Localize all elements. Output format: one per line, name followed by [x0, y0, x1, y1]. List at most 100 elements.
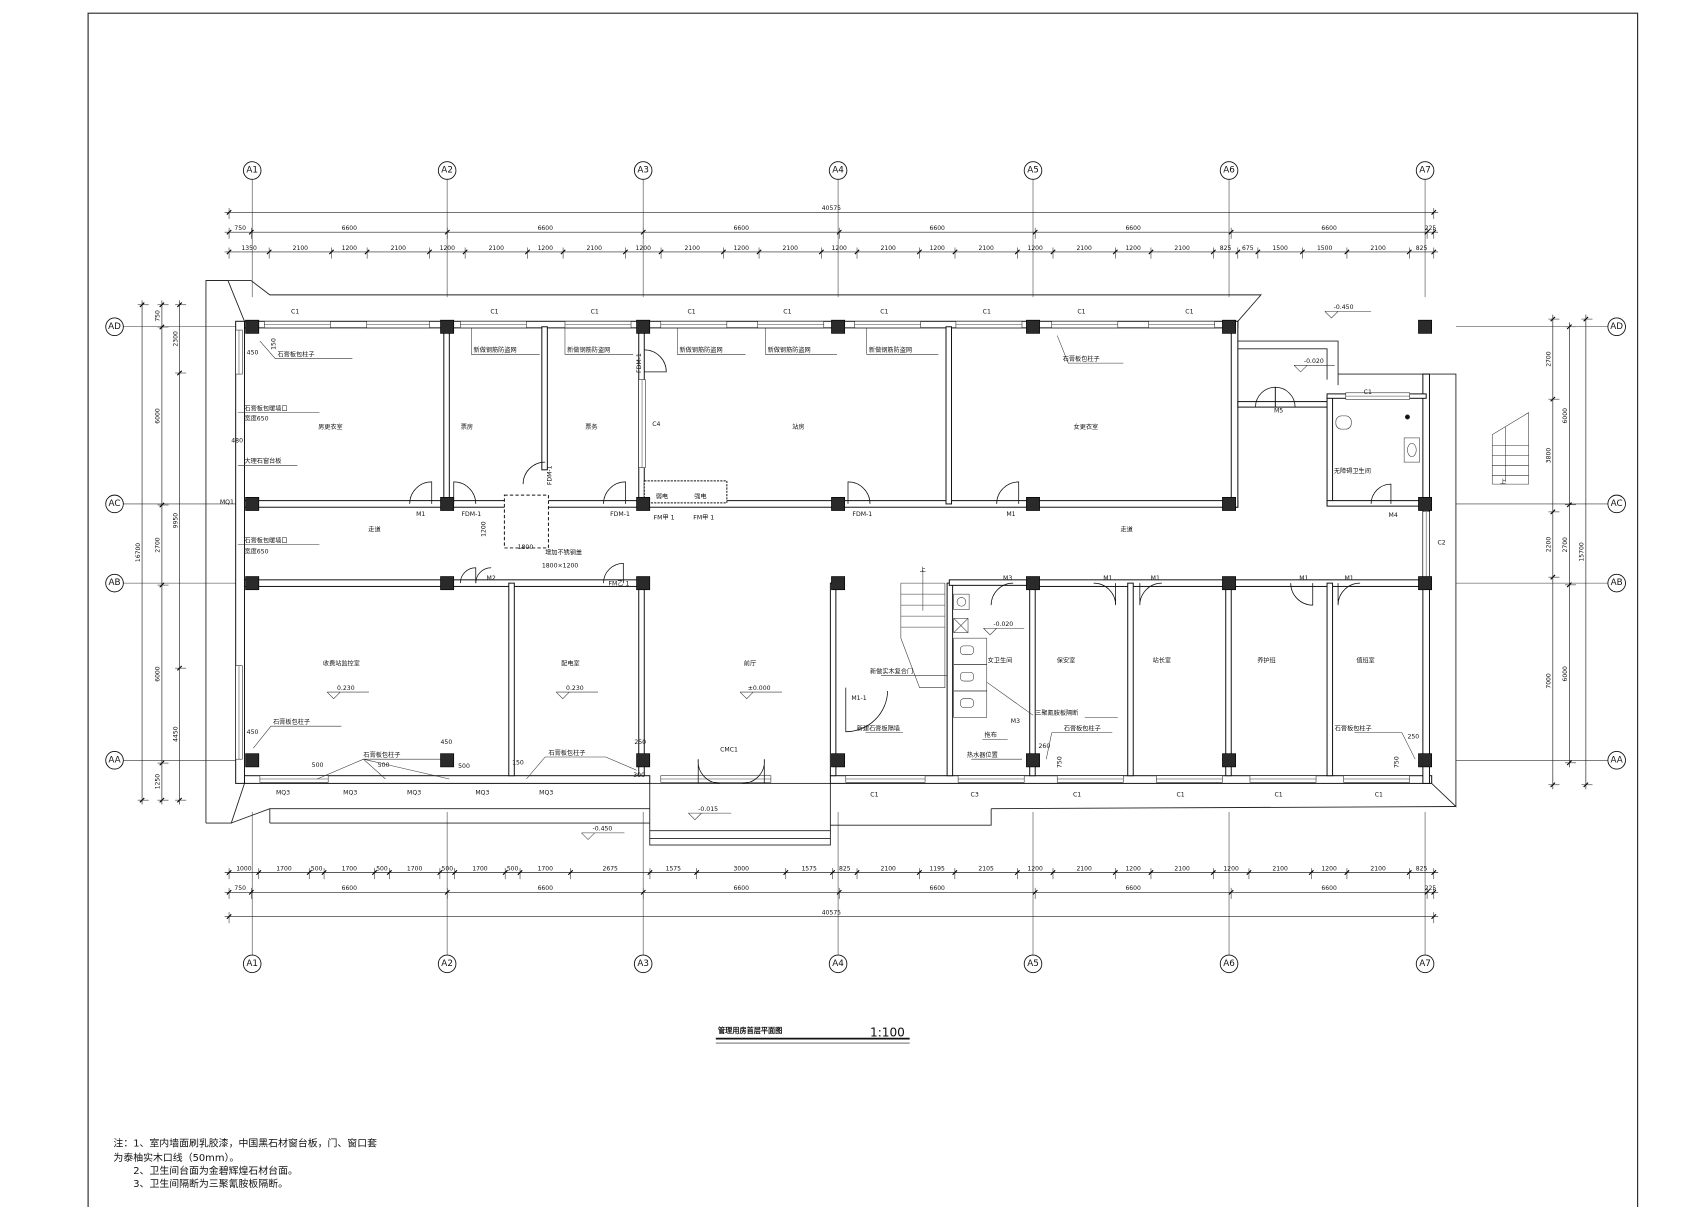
axis-bubble [242, 954, 262, 974]
room-women-locker: 女更衣室 [1074, 423, 1099, 431]
axis-label: AD [1610, 322, 1623, 332]
axis-bubble [437, 161, 457, 180]
dimension-label: 1200 [734, 245, 750, 252]
anti-theft-net-label: 新做钢筋防盗网 [679, 346, 722, 354]
dimension-label: 6600 [342, 225, 358, 232]
axis-bubble [1219, 161, 1239, 180]
heater-position-label: 热水器位置 [967, 751, 998, 759]
note-line: 注：1、室内墙面刷乳胶漆，中国黑石材窗台板，门、窗口套 [113, 1136, 377, 1149]
axis-bubble [1607, 317, 1626, 337]
local-dim: 750 [1057, 756, 1064, 768]
dimension-label: 825 [1220, 245, 1232, 252]
dimension-label: 1575 [666, 865, 682, 872]
dimension-label: 1500 [1317, 245, 1333, 252]
window-tag: C1 [1364, 389, 1372, 396]
width-650-label: 宽度650 [244, 414, 268, 422]
anti-theft-net-label: 新做钢筋防盗网 [768, 346, 811, 354]
axis-label: AC [1611, 499, 1623, 509]
dimension-label: 1350 [241, 245, 257, 252]
room-strong-power: 强电 [694, 492, 706, 500]
local-dim: 1800 [518, 544, 534, 551]
local-dim: 450 [247, 729, 259, 736]
dimension-label: 2105 [978, 865, 994, 872]
dimension-label: 6600 [929, 225, 945, 232]
dimension-label: 3000 [734, 865, 750, 872]
door-tag: M3 [1003, 575, 1012, 582]
axis-bubble [105, 494, 124, 514]
dimension-label: 1250 [155, 774, 162, 790]
dimension-label: 2100 [1370, 865, 1386, 872]
window-tag: C1 [1077, 309, 1085, 316]
gypsum-column-label: 石膏板包柱子 [1063, 355, 1100, 363]
axis-bubble [437, 954, 457, 974]
dimension-label: 6600 [342, 885, 358, 892]
structural-column [831, 753, 846, 768]
structural-column [636, 753, 651, 768]
dimension-label: 750 [155, 310, 162, 322]
dimension-label: 1575 [801, 865, 817, 872]
axis-bubble [105, 317, 124, 337]
axis-label: A7 [1419, 166, 1431, 176]
axis-label: A4 [832, 959, 844, 969]
stair-up-label: 上 [1500, 478, 1506, 486]
door-tag: MQ3 [276, 789, 290, 796]
mop-label: 拖布 [985, 731, 997, 739]
dimension-label: 6600 [734, 885, 750, 892]
room-weak-power: 弱电 [656, 492, 668, 500]
gypsum-column-label: 石膏板包柱子 [363, 751, 400, 759]
axis-bubble [242, 161, 262, 180]
dimension-label: 1195 [929, 865, 945, 872]
dimension-label: 500 [442, 865, 454, 872]
dimension-label: 16700 [135, 543, 142, 562]
axis-label: AA [1611, 755, 1623, 765]
room-labels: 男更衣室 票房 票务 站房 女更衣室 走道 走道 无障碍卫生间 收费站监控室 配… [318, 423, 1375, 668]
axis-bubble [633, 954, 653, 974]
axis-bubble [1607, 494, 1626, 514]
anti-theft-net-label: 新做钢筋防盗网 [567, 346, 610, 354]
note-line: 为泰柚实木口线（50mm）。 [113, 1151, 239, 1164]
elevation-label: -0.450 [592, 826, 612, 833]
axis-label: A6 [1223, 959, 1235, 969]
window-tag: C1 [291, 309, 299, 316]
dimension-label: 2100 [1076, 865, 1092, 872]
axis-label: A3 [637, 166, 649, 176]
structural-column [1026, 576, 1040, 591]
structural-column [1222, 319, 1236, 334]
room-security: 保安室 [1057, 656, 1075, 664]
dimension-label: 6600 [929, 885, 945, 892]
dimension-label: 1700 [276, 865, 292, 872]
local-dim: 500 [312, 762, 324, 769]
window-tag: C1 [490, 309, 498, 316]
dimension-label: 6600 [1125, 225, 1141, 232]
structural-columns [245, 319, 1433, 768]
structural-column [1418, 319, 1433, 334]
room-power: 配电室 [561, 660, 579, 668]
entry-steps [649, 782, 831, 846]
axis-bubble [1219, 954, 1239, 974]
dimension-label: 2700 [1562, 537, 1569, 553]
dimension-label: 2700 [1546, 351, 1553, 367]
door-tag: FDM-1 [636, 353, 643, 373]
dimension-label: 2100 [881, 245, 897, 252]
dimension-label: 6000 [155, 408, 162, 424]
elevation-label: 0.230 [337, 685, 355, 692]
structural-column [245, 496, 260, 511]
room-ticket-office: 票务 [585, 423, 597, 431]
elevation-label: -0.020 [1304, 358, 1324, 365]
axis-bubble [105, 751, 124, 770]
exterior-stair [1491, 412, 1529, 485]
door-tag: MQ3 [407, 789, 421, 796]
door-tag: FDM-1 [610, 511, 630, 518]
axis-label: AD [108, 322, 121, 332]
window-tag: C3 [971, 792, 979, 799]
structural-column [831, 496, 846, 511]
axis-label: A2 [441, 166, 453, 176]
dimension-label: 6600 [1125, 885, 1141, 892]
window-tag: C1 [1274, 792, 1282, 799]
door-tag: M3 [1011, 718, 1020, 725]
axis-label: A5 [1027, 959, 1039, 969]
axis-bubble [1415, 161, 1435, 180]
window-tag: C4 [652, 421, 660, 428]
room-ticket-room: 票房 [461, 423, 473, 431]
